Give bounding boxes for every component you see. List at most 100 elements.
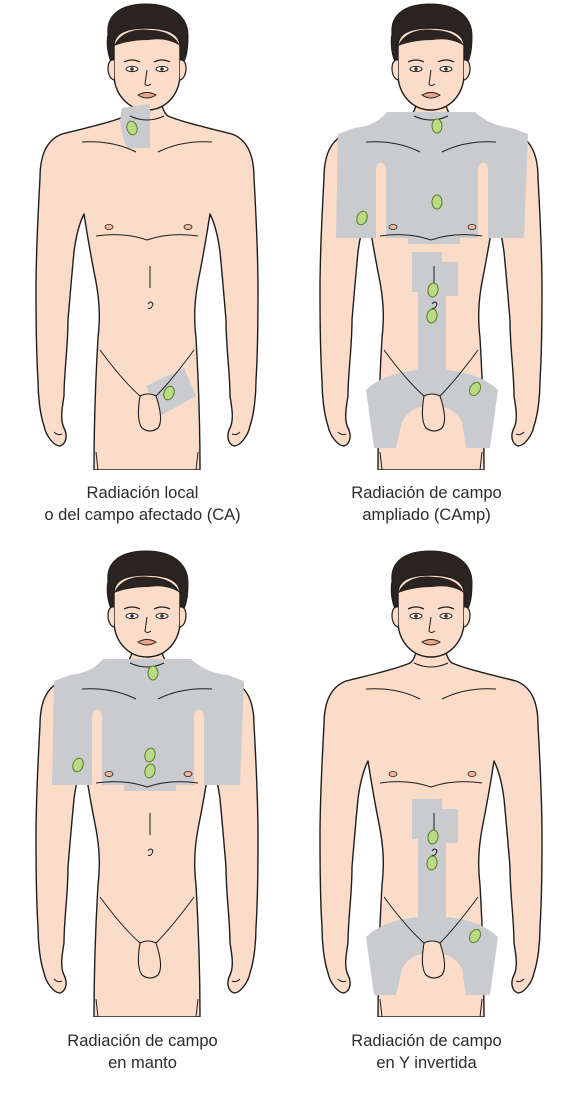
mouth bbox=[421, 92, 441, 99]
lymph-node-axilla-right bbox=[72, 757, 84, 773]
lymph-node-groin-right bbox=[163, 385, 175, 401]
thigh-inner-left bbox=[95, 998, 99, 1017]
eyebrow-left bbox=[123, 606, 141, 610]
genitals-outline bbox=[137, 393, 162, 432]
body-outline bbox=[35, 83, 259, 470]
neck-line bbox=[413, 115, 449, 121]
caption-line-2: ampliado (CAmp) bbox=[362, 506, 491, 524]
groin-line-right bbox=[439, 896, 479, 944]
radiation-field-mantle-field bbox=[336, 112, 528, 244]
hand-right-detail bbox=[231, 978, 241, 983]
hand-right-detail bbox=[515, 978, 525, 983]
lymph-node-paraaortic-1 bbox=[427, 829, 439, 845]
neck-line bbox=[129, 115, 165, 121]
eyebrow-left bbox=[123, 59, 141, 63]
clavicle-left bbox=[365, 141, 421, 153]
thigh-inner-right bbox=[195, 998, 199, 1017]
nipple-left bbox=[104, 770, 114, 777]
navel bbox=[431, 301, 438, 309]
caption-line-2: en manto bbox=[108, 1054, 177, 1072]
ear-left bbox=[107, 59, 115, 81]
nipple-right bbox=[467, 770, 477, 777]
panel-local-field: Radiación local o del campo afectado (CA… bbox=[0, 0, 285, 546]
ear-right bbox=[463, 59, 471, 81]
caption-extended-field: Radiación de campo ampliado (CAmp) bbox=[284, 482, 569, 526]
nipple-right bbox=[183, 223, 193, 230]
lymph-node-groin-left bbox=[468, 381, 482, 397]
hair-front bbox=[398, 576, 464, 593]
caption-line-1: Radiación de campo bbox=[351, 1032, 502, 1050]
mouth bbox=[137, 92, 157, 99]
lymph-node-mediastinum-2 bbox=[144, 763, 156, 779]
pupil-right bbox=[444, 614, 448, 618]
navel bbox=[147, 301, 154, 309]
genitals-outline bbox=[137, 940, 162, 979]
navel bbox=[431, 848, 438, 856]
ear-left bbox=[107, 606, 115, 628]
navel bbox=[147, 848, 154, 856]
pectoral-line bbox=[379, 234, 483, 241]
groin-line-right bbox=[155, 349, 195, 397]
groin-line-right bbox=[439, 349, 479, 397]
eyebrow-right bbox=[153, 606, 171, 610]
eyebrow-right bbox=[153, 59, 171, 63]
nose bbox=[428, 69, 436, 86]
radiation-field-inverted-y-field bbox=[366, 799, 498, 995]
hair-front bbox=[398, 29, 464, 46]
hand-left-detail bbox=[53, 431, 63, 436]
lymph-node-neck-center bbox=[431, 118, 443, 134]
figure-extended-field bbox=[319, 3, 543, 470]
pupil-right bbox=[160, 614, 164, 618]
pupil-left bbox=[130, 67, 134, 71]
ear-left bbox=[391, 59, 399, 81]
groin-line-left bbox=[383, 349, 425, 397]
thigh-inner-right bbox=[479, 451, 483, 470]
pupil-left bbox=[414, 614, 418, 618]
nose bbox=[144, 69, 152, 86]
clavicle-right bbox=[441, 141, 497, 153]
figure-local-field bbox=[35, 3, 259, 470]
lymph-node-mediastinum bbox=[431, 194, 443, 210]
pupil-right bbox=[444, 67, 448, 71]
thigh-inner-left bbox=[95, 451, 99, 470]
caption-line-2: en Y invertida bbox=[376, 1054, 477, 1072]
clavicle-left bbox=[365, 688, 421, 700]
caption-mantle-field: Radiación de campo en manto bbox=[0, 1030, 285, 1074]
nipple-right bbox=[183, 770, 193, 777]
groin-line-left bbox=[99, 349, 141, 397]
panel-extended-field: Radiación de campo ampliado (CAmp) bbox=[284, 0, 569, 546]
nipple-right bbox=[467, 223, 477, 230]
caption-local-field: Radiación local o del campo afectado (CA… bbox=[0, 482, 285, 526]
hand-right-detail bbox=[231, 431, 241, 436]
lymph-node-paraaortic-2 bbox=[426, 308, 438, 324]
lymph-node-mediastinum-1 bbox=[144, 747, 156, 763]
nose bbox=[144, 616, 152, 633]
hand-left-detail bbox=[337, 978, 347, 983]
pectoral-line bbox=[379, 781, 483, 788]
caption-line-2: o del campo afectado (CA) bbox=[44, 506, 241, 524]
nipple-left bbox=[388, 770, 398, 777]
groin-line-left bbox=[99, 896, 141, 944]
lymph-node-neck-left bbox=[126, 120, 138, 136]
thigh-inner-right bbox=[479, 998, 483, 1017]
lymph-node-axilla-right bbox=[356, 210, 368, 226]
caption-line-1: Radiación de campo bbox=[351, 484, 502, 502]
neck-line bbox=[129, 662, 165, 668]
clavicle-right bbox=[157, 688, 213, 700]
ear-right bbox=[179, 606, 187, 628]
caption-line-1: Radiación local bbox=[86, 484, 199, 502]
figure-mantle-field bbox=[35, 550, 259, 1017]
hand-right-detail bbox=[515, 431, 525, 436]
nose bbox=[428, 616, 436, 633]
pectoral-line bbox=[95, 781, 199, 788]
clavicle-left bbox=[81, 688, 137, 700]
panel-mantle-field: Radiación de campo en manto bbox=[0, 547, 285, 1093]
ear-right bbox=[179, 59, 187, 81]
genitals-outline bbox=[421, 393, 446, 432]
hand-left-detail bbox=[337, 431, 347, 436]
lymph-node-paraaortic-2 bbox=[426, 855, 438, 871]
thigh-inner-right bbox=[195, 451, 199, 470]
lymph-node-paraaortic-1 bbox=[427, 282, 439, 298]
clavicle-right bbox=[441, 688, 497, 700]
thigh-inner-left bbox=[379, 451, 383, 470]
